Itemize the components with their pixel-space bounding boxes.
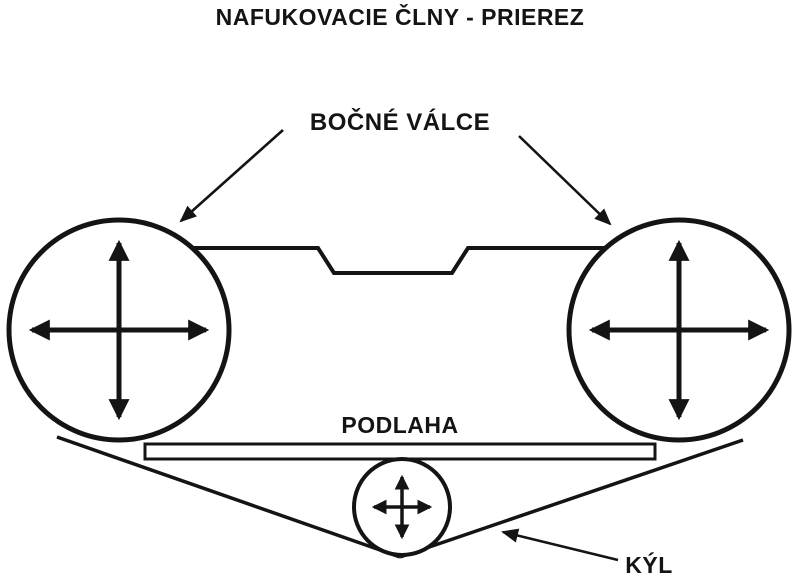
hull-left-line — [56, 435, 401, 559]
side-cylinders-left-pointer-arrow — [179, 129, 284, 223]
side-cylinders-label: BOČNÉ VÁLCE — [310, 108, 490, 136]
keel-pointer-arrow — [501, 528, 619, 562]
floor-board — [143, 442, 657, 461]
diagram-title: NAFUKOVACIE ČLNY - PRIEREZ — [216, 3, 585, 30]
hull-right-line — [399, 438, 744, 559]
keel-label: KÝL — [625, 551, 673, 578]
side-cylinders-right-pointer-arrow — [518, 135, 612, 226]
top-deck-line — [192, 246, 606, 275]
floor-label: PODLAHA — [341, 412, 458, 438]
